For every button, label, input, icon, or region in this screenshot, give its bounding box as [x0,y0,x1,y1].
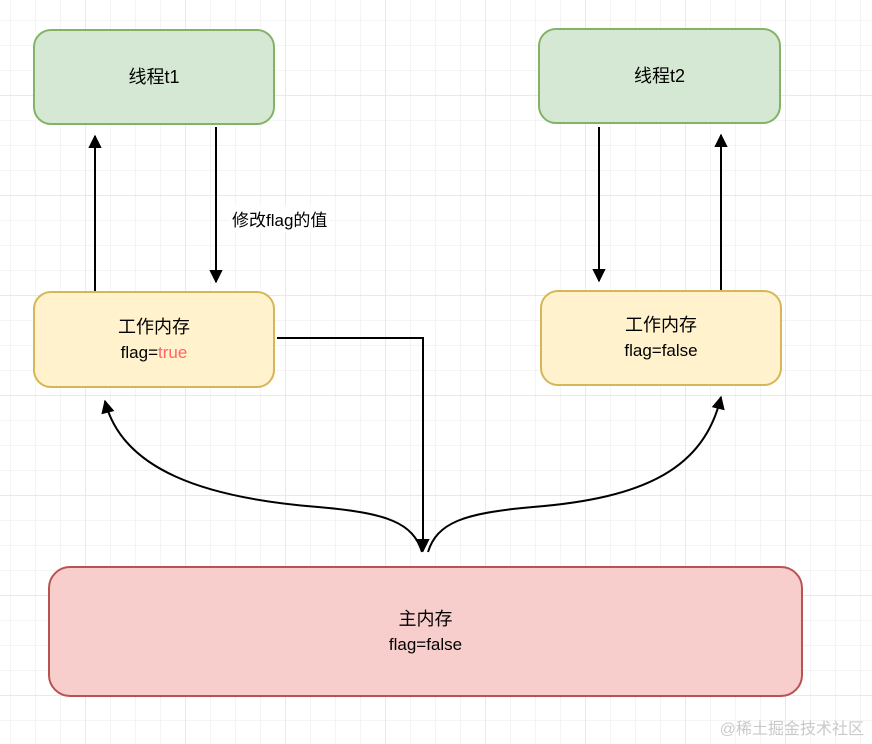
working-memory-t1-node: 工作内存 flag=true [33,291,275,388]
working-memory-t2-flag-prefix: flag= [624,341,662,360]
arrow-mainmem-to-workingmem-t2 [427,395,725,553]
main-memory-title: 主内存 [398,608,453,629]
working-memory-t2-flag-value: false [661,341,698,360]
working-memory-t1-flag: flag=true [121,340,188,366]
main-memory-flag-prefix: flag= [388,634,427,654]
working-memory-t1-title: 工作内存 [118,316,190,337]
thread-t2-label: 线程t2 [633,66,685,86]
arrow-workingmem-t1-to-mainmem [277,337,430,553]
main-memory-flag-value: false [426,634,463,654]
thread-t1-label: 线程t1 [128,67,180,87]
edge-label-modify-flag: 修改flag的值 [229,205,331,232]
main-memory-flag: flag=false [389,632,462,658]
working-memory-t2-node: 工作内存 flag=false [540,290,782,386]
watermark: @稀土掘金技术社区 [719,721,864,738]
arrow-mainmem-to-workingmem-t1 [101,399,423,553]
working-memory-t1-flag-prefix: flag= [120,342,159,362]
thread-t1-node: 线程t1 [33,29,275,125]
main-memory-node: 主内存 flag=false [48,566,803,697]
working-memory-t2-flag: flag=false [624,338,697,364]
working-memory-t1-flag-value: true [158,342,188,362]
thread-t2-node: 线程t2 [538,28,781,124]
working-memory-t2-title: 工作内存 [625,315,697,335]
